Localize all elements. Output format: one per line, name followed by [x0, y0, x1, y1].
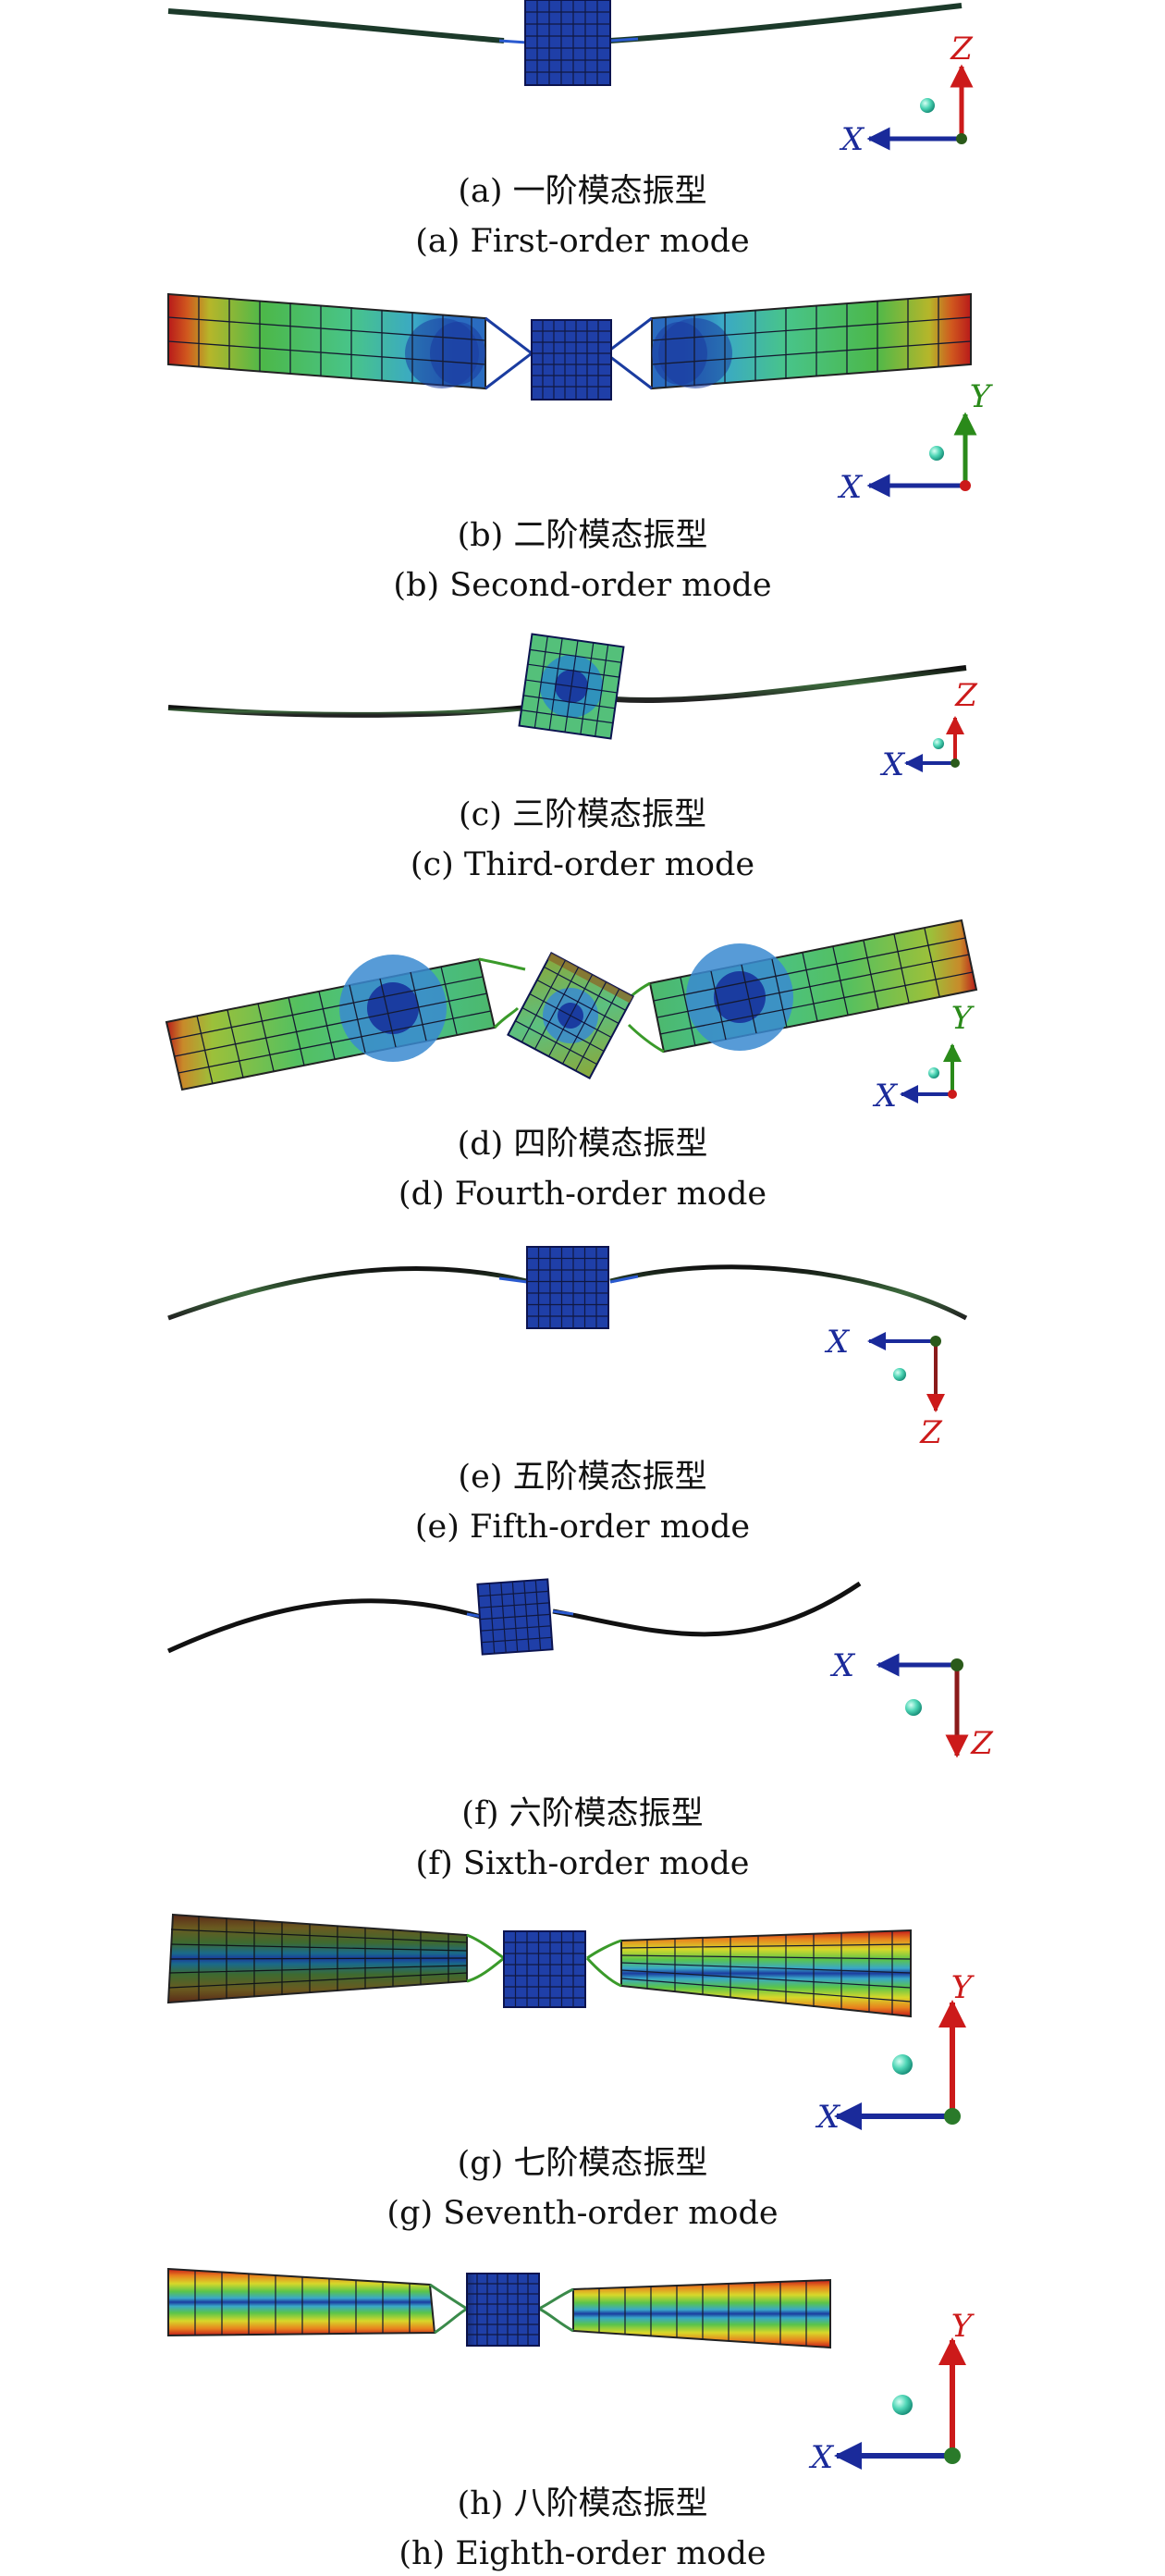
panel-b-right-array — [651, 292, 972, 390]
panel-g-right-array — [620, 1929, 912, 2018]
caption-h-cn: (h) 八阶模态振型 — [458, 2485, 708, 2522]
x-axis-label: X — [839, 121, 865, 158]
panel-b-hub — [531, 319, 612, 401]
axis-triad-d: X Y — [872, 1000, 975, 1115]
z-axis-label: Z — [919, 1414, 943, 1451]
caption-h-en: (h) Eighth-order mode — [399, 2535, 766, 2572]
caption-a-en: (a) First-order mode — [415, 223, 750, 260]
axis-triad-f: X Z — [829, 1647, 994, 1762]
z-axis-label: Z — [954, 677, 978, 714]
caption-b-en: (b) Second-order mode — [393, 567, 771, 604]
panel-c: X Z (c) 三阶模态振型 (c) Third-order mode — [167, 633, 978, 883]
z-axis-label: Z — [970, 1725, 994, 1762]
x-axis-label: X — [808, 2439, 835, 2476]
panel-c-hub — [518, 633, 625, 740]
axis-triad-g: X Y — [815, 1969, 975, 2136]
x-axis-label: X — [815, 2099, 841, 2136]
z-axis-label: Z — [950, 31, 974, 68]
caption-d-cn: (d) 四阶模态振型 — [458, 1126, 708, 1163]
x-axis-label: X — [879, 746, 906, 783]
caption-f-en: (f) Sixth-order mode — [416, 1845, 750, 1882]
panel-d-hub — [507, 952, 634, 1079]
axis-triad-e: X Z — [824, 1324, 945, 1451]
caption-e-en: (e) Fifth-order mode — [415, 1509, 750, 1546]
panel-a: X Z (a) 一阶模态振型 (a) First-order mode — [167, 0, 974, 260]
y-axis-label: Y — [951, 1000, 975, 1037]
panel-a-hub — [524, 0, 611, 86]
caption-c-en: (c) Third-order mode — [411, 846, 754, 883]
caption-b-cn: (b) 二阶模态振型 — [458, 517, 708, 554]
x-axis-label: X — [829, 1647, 856, 1684]
panel-h: X Y (h) 八阶模态振型 (h) Eighth-order mode — [167, 2267, 975, 2572]
panel-h-right-array — [572, 2278, 831, 2349]
origin-sphere — [905, 1699, 922, 1716]
origin-sphere — [929, 446, 944, 461]
panel-d: X Y (d) 四阶模态振型 (d) Fourth-order mode — [165, 918, 978, 1213]
axis-triad-a: X Z — [839, 31, 974, 158]
origin-sphere — [933, 738, 944, 749]
panel-g-yoke — [466, 1933, 622, 1988]
axis-triad-b: X Y — [837, 378, 994, 506]
panel-h-hub — [466, 2273, 540, 2347]
panel-b-left-array — [167, 292, 486, 390]
panel-h-left-array — [167, 2267, 436, 2337]
panel-d-left-array — [165, 955, 497, 1091]
y-axis-label: Y — [951, 1969, 975, 2006]
caption-g-cn: (g) 七阶模态振型 — [458, 2145, 708, 2182]
origin-sphere — [920, 98, 935, 113]
panel-b: X Y (b) 二阶模态振型 (b) Second-order mode — [167, 292, 994, 604]
panel-d-yoke — [478, 957, 665, 1054]
y-axis-label: Y — [951, 2308, 975, 2345]
caption-a-cn: (a) 一阶模态振型 — [458, 173, 706, 210]
axis-triad-h: X Y — [808, 2308, 975, 2476]
x-axis-label: X — [824, 1324, 851, 1361]
panel-f: X Z (f) 六阶模态振型 (f) Sixth-order mode — [166, 1578, 994, 1882]
x-axis-label: X — [872, 1078, 899, 1115]
panel-g: X Y (g) 七阶模态振型 (g) Seventh-order mode — [166, 1913, 975, 2232]
caption-e-cn: (e) 五阶模态振型 — [458, 1459, 706, 1496]
origin-sphere — [893, 1368, 906, 1381]
panel-d-right-array — [648, 918, 978, 1054]
panel-e-beams — [167, 1264, 968, 1321]
caption-d-en: (d) Fourth-order mode — [399, 1176, 766, 1213]
y-axis-label: Y — [970, 378, 994, 415]
origin-sphere — [892, 2054, 913, 2075]
origin-sphere — [892, 2395, 913, 2415]
origin-sphere — [928, 1067, 939, 1078]
panel-f-hub — [476, 1578, 554, 1656]
panel-c-beams — [167, 665, 967, 718]
panel-g-hub — [503, 1930, 586, 2008]
panel-e-hub — [526, 1246, 609, 1329]
axis-triad-c: X Z — [879, 677, 978, 783]
panel-g-left-array — [166, 1913, 468, 2004]
panel-h-yoke — [429, 2283, 574, 2335]
panel-e: X Z (e) 五阶模态振型 (e) Fifth-order mode — [167, 1246, 968, 1546]
caption-g-en: (g) Seventh-order mode — [386, 2195, 778, 2232]
x-axis-label: X — [837, 469, 864, 506]
panel-f-beams — [166, 1581, 862, 1654]
caption-c-cn: (c) 三阶模态振型 — [459, 796, 706, 833]
caption-f-cn: (f) 六阶模态振型 — [461, 1795, 703, 1832]
